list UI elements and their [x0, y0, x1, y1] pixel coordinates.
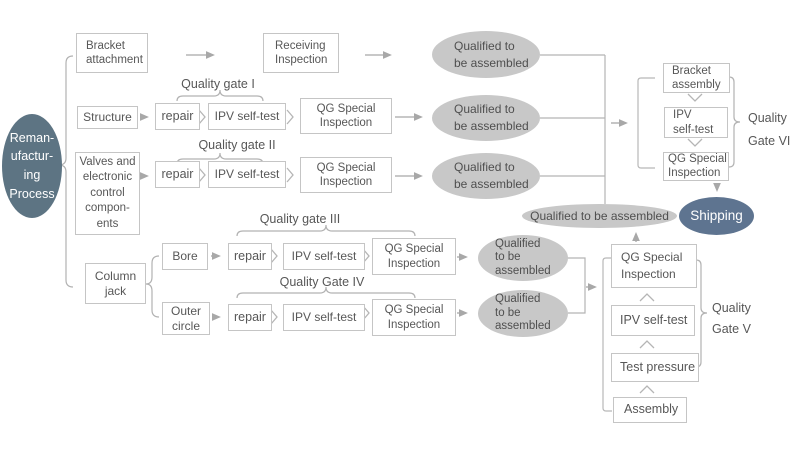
chevron-up-icon: [639, 293, 655, 302]
node-assembly: Assembly: [613, 397, 687, 423]
node-qg-inspection-outer-circle: QG Special Inspection: [372, 299, 456, 336]
chevron-down-icon: [687, 93, 703, 102]
gate1-label: Quality gate I: [181, 77, 255, 91]
gate6-label: Quality Gate VI: [748, 111, 791, 148]
chevron-right-icon: [362, 305, 370, 321]
node-ipv-structure: IPV self-test: [208, 103, 286, 130]
node-bracket-assembly: Bracket assembly: [663, 63, 730, 93]
node-qg-inspection-gate5: QG Special Inspection: [611, 244, 697, 288]
chevron-right-icon: [270, 248, 278, 264]
brace-icon: [176, 152, 264, 165]
qualified-ellipse-valves: Qualified to be assembled: [432, 153, 540, 199]
node-qg-inspection-valves: QG Special Inspection: [300, 157, 392, 193]
chevron-right-icon: [362, 248, 370, 264]
chevron-down-icon: [687, 138, 703, 147]
qualified-ellipse-structure: Qualified to be assembled: [432, 95, 540, 141]
node-ipv-gate6: IPV self-test: [664, 107, 728, 138]
qualified-ellipse-bore: Qualified to be assembled: [478, 235, 568, 281]
node-qg-inspection-gate6: QG Special Inspection: [663, 152, 729, 181]
brace-icon: [176, 89, 264, 102]
bracket-icon: [602, 257, 612, 412]
gate5-label: Quality Gate V: [712, 301, 751, 336]
node-qg-inspection-structure: QG Special Inspection: [300, 98, 392, 134]
node-repair-valves: repair: [155, 161, 200, 188]
node-receiving-inspection: Receiving Inspection: [263, 33, 339, 73]
chevron-right-icon: [198, 167, 206, 183]
chevron-right-icon: [270, 309, 278, 325]
bracket-icon: [637, 77, 655, 169]
chevron-right-icon: [286, 167, 294, 183]
node-ipv-outer-circle: IPV self-test: [283, 304, 365, 331]
node-bore: Bore: [162, 243, 208, 270]
brace-icon: [236, 224, 416, 237]
node-valves: Valves and electronic control compon- en…: [75, 152, 140, 235]
node-outer-circle: Outer circle: [162, 302, 210, 335]
brace-icon: [695, 259, 708, 368]
chevron-up-icon: [639, 385, 655, 394]
connector-line: [567, 257, 586, 314]
node-ipv-gate5: IPV self-test: [611, 305, 695, 336]
remanufacturing-process-ellipse: Reman- ufactur- ing Process: [2, 114, 62, 218]
brace-icon: [728, 76, 741, 168]
node-bracket-attachment: Bracket attachment: [76, 33, 148, 73]
node-ipv-bore: IPV self-test: [283, 243, 365, 270]
chevron-right-icon: [286, 109, 294, 125]
node-repair-bore: repair: [228, 243, 272, 270]
node-structure: Structure: [77, 106, 138, 129]
qualified-ellipse-receiving: Qualified to be assembled: [432, 31, 540, 78]
gate3-label: Quality gate III: [259, 212, 341, 226]
node-repair-structure: repair: [155, 103, 200, 130]
brace-icon: [236, 286, 416, 299]
chevron-up-icon: [639, 340, 655, 349]
qualified-ellipse-gate5: Qualified to be assembled: [522, 204, 677, 228]
gate4-label: Quality Gate IV: [279, 275, 365, 289]
gate2-label: Quality gate II: [198, 138, 276, 152]
node-repair-outer-circle: repair: [228, 304, 272, 331]
node-ipv-valves: IPV self-test: [208, 161, 286, 188]
node-qg-inspection-bore: QG Special Inspection: [372, 238, 456, 275]
node-column-jack: Column jack: [85, 263, 146, 304]
chevron-right-icon: [198, 109, 206, 125]
qualified-ellipse-outer-circle: Qualified to be assembled: [478, 290, 568, 337]
node-test-pressure: Test pressure: [611, 353, 699, 382]
shipping-ellipse: Shipping: [679, 197, 754, 235]
brace-icon: [145, 255, 160, 318]
